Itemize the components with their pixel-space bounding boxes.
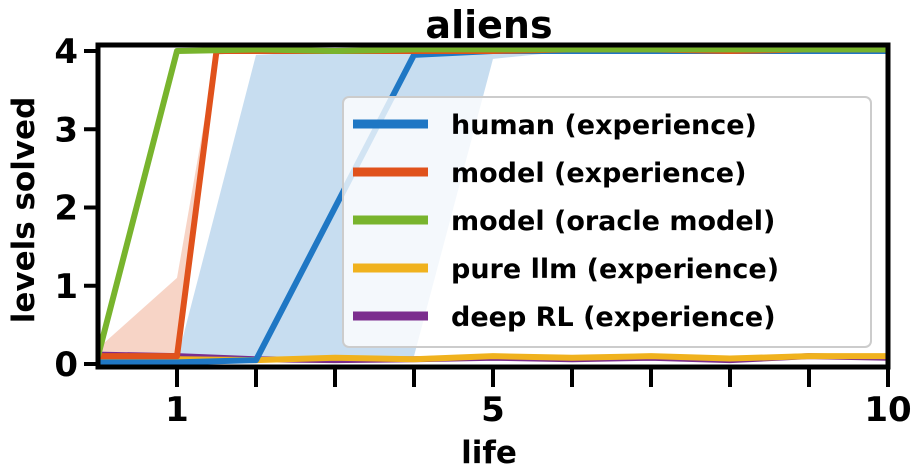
legend-label-4: deep RL (experience) (451, 302, 776, 333)
y-tick-label: 0 (54, 345, 78, 385)
y-tick-label: 2 (54, 189, 78, 229)
x-tick-label: 10 (864, 390, 911, 430)
legend-label-1: model (experience) (451, 158, 746, 189)
legend-label-0: human (experience) (451, 110, 757, 141)
series-line-2 (98, 46, 888, 357)
chart-title: aliens (425, 3, 552, 47)
x-axis-label: life (461, 435, 517, 471)
legend-label-2: model (oracle model) (451, 206, 775, 237)
y-tick-label: 4 (54, 32, 78, 72)
x-tick-label: 5 (481, 390, 505, 430)
y-tick-label: 1 (54, 267, 78, 307)
legend-box (342, 96, 872, 348)
y-tick-label: 3 (54, 110, 78, 150)
x-tick-label: 1 (165, 390, 189, 430)
series-band-1 (98, 49, 888, 361)
legend: human (experience) model (experience) mode… (342, 96, 872, 348)
legend-label-3: pure llm (experience) (451, 254, 779, 285)
y-axis-label: levels solved (6, 97, 42, 324)
